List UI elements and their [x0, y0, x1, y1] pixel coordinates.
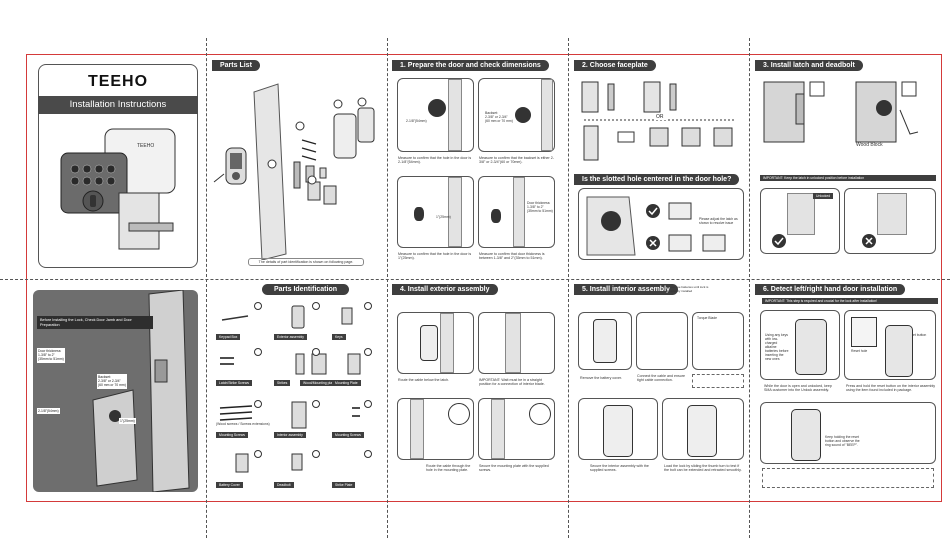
part-label: Exterior assembly [274, 334, 307, 340]
step1-caption-1: Measure to confirm that the hole in the … [398, 156, 472, 165]
step1-caption-4: Measure to confirm that door thickness i… [479, 252, 545, 261]
step4-header: 4. Install exterior assembly [392, 284, 498, 295]
part-label: Mounting Screws [216, 432, 249, 438]
step6-important-note: IMPORTANT: This step is required and cru… [762, 298, 938, 304]
step4-caption-3: Route the cable through the hole in the … [426, 464, 471, 473]
step4-figure-2 [478, 312, 555, 374]
step5-figure-4 [578, 398, 658, 460]
parts-icons [219, 302, 372, 473]
slotted-hole-figure: Please adjust the latch as shown to reso… [578, 188, 744, 260]
fold-line-horizontal [0, 279, 950, 280]
step3-header: 3. Install latch and deadbolt [755, 60, 863, 71]
brand-logo: TEEHO [87, 73, 149, 90]
step5-blank-note [692, 374, 744, 388]
step1-thickness-figure: Door thickness: 1-3/8" to 2" (35mm to 51… [478, 176, 555, 248]
step1-caption-3: Measure to confirm that the hole in the … [398, 252, 472, 261]
latch-hole-label: 1"(25mm) [436, 215, 451, 219]
adjust-latch-note: Please adjust the latch as shown to reso… [699, 217, 738, 225]
page-border [26, 54, 942, 502]
part-label: Strikes [274, 380, 291, 386]
parts-id-header: Parts Identification [262, 284, 350, 295]
step6-left-note: Using any keys with low-charged alkaline… [765, 333, 789, 361]
step6-figure-3: Keep holding the reset button and observ… [760, 402, 936, 464]
part-label: Keys [332, 334, 346, 340]
step1-backset-figure: Backset: 2-3/8" or 2-3/4" (60 mm or 70 m… [478, 78, 555, 152]
svg-text:TEEHO: TEEHO [137, 143, 154, 149]
step1-caption-2: Measure to confirm that the backset is e… [479, 156, 554, 165]
step1-latch-figure: 1"(25mm) [397, 176, 474, 248]
step6-figure-1: Using any keys with low-charged alkaline… [760, 310, 840, 380]
latch-wrong-figure [844, 188, 936, 254]
latch-correct-figure: Unlocked [760, 188, 840, 254]
step6-caption-3: Keep holding the reset button and observ… [825, 435, 860, 447]
part-label: Mounting Plate [332, 380, 361, 386]
fold-line [387, 38, 388, 538]
step1-header: 1. Prepare the door and check dimensions [392, 60, 549, 71]
hole-size-label: 2-1/8"(54mm) [406, 119, 427, 123]
step5-caption-2: Connect the cable and ensure tight cable… [637, 374, 685, 383]
step4-figure-3 [397, 398, 474, 460]
part-label: Interior assembly [274, 432, 306, 438]
step4-figure-1 [397, 312, 474, 374]
faceplate-diagram [581, 81, 734, 161]
step5-caption-4: Load the lock by sliding the thumb turn … [664, 464, 742, 473]
fold-line [206, 38, 207, 538]
fold-line [749, 38, 750, 538]
step6-figure-2: Reset hole Reset button [844, 310, 936, 380]
part-extra-label: (Wood screws / Screws extensions) [216, 422, 270, 426]
step6-caption-2: Press and hold the reset button on the i… [846, 384, 936, 393]
step5-figure-5 [662, 398, 744, 460]
torque-blade-label: Torque Blade [697, 316, 717, 320]
cover-title-bar: Installation Instructions [38, 96, 198, 114]
wood-block-label: Wood Block [856, 142, 883, 148]
step4-caption-2: IMPORTANT: Wait must be in a straight po… [479, 378, 545, 387]
part-label: Strike Plate [332, 482, 356, 488]
prep-thickness-label: Door thickness: 1-3/8" to 2" (35mm to 51… [37, 348, 65, 363]
prep-latch-label: 1"(25mm) [119, 418, 136, 424]
step2-header: 2. Choose faceplate [574, 60, 656, 71]
or-divider: OR [654, 114, 666, 120]
door-thickness-label: Door thickness: 1-3/8" to 2" (35mm to 51… [527, 201, 553, 214]
cover-panel: TEEHO Installation Instructions TEEHO [38, 64, 198, 268]
step5-header: 5. Install interior assembly [574, 284, 678, 295]
step5-header-note: Do not use batteries until lock is compl… [666, 285, 709, 293]
part-label: Keypad Box [216, 334, 241, 340]
prep-card-title: Before Installing the Lock, Check Door J… [37, 316, 153, 330]
parts-list-footnote: The details of part identification is sh… [248, 258, 364, 267]
part-label: Latch/Strike Screws [216, 380, 252, 386]
step5-figure-1 [578, 312, 632, 370]
step5-caption-3: Secure the interior assembly with the su… [590, 464, 649, 473]
part-label: Mounting Screws [332, 432, 365, 438]
door-prep-card: Before Installing the Lock, Check Door J… [33, 290, 198, 492]
reset-button-label: Reset button [907, 333, 927, 337]
step4-figure-4 [478, 398, 555, 460]
step5-figure-2 [636, 312, 688, 370]
step6-caption-1: While the door is open and unlocked, kee… [764, 384, 832, 393]
parts-grid: Keypad Box Exterior assembly Keys Latch/… [212, 298, 382, 492]
step3-important-note: IMPORTANT: Keep the latch in unlocked po… [760, 175, 936, 181]
step5-caption-1: Remove the battery cover. [580, 376, 622, 380]
unlocked-tag: Unlocked [813, 193, 834, 199]
part-label: Deadbolt [274, 482, 294, 488]
step6-header: 6. Detect left/right hand door installat… [755, 284, 906, 295]
step2-subheader: Is the slotted hole centered in the door… [574, 174, 740, 185]
lock-product-image: TEEHO [60, 128, 176, 250]
prep-hole-label: 2-1/8"(54mm) [37, 408, 60, 414]
reset-hole-label: Reset hole [851, 349, 868, 353]
fold-line [568, 38, 569, 538]
step5-figure-3: Torque Blade [692, 312, 744, 370]
backset-label: Backset: 2-3/8" or 2-3/4" (60 mm or 70 m… [485, 111, 513, 124]
step4-caption-4: Secure the mounting plate with the suppl… [479, 464, 549, 473]
part-label: Battery Cover [216, 482, 243, 488]
part-label: Wood/Mounting plate [300, 380, 338, 386]
cover-title: Installation Instructions [69, 99, 167, 110]
step4-caption-1: Route the cable below the latch. [398, 378, 450, 382]
step1-hole-figure: 2-1/8"(54mm) [397, 78, 474, 152]
parts-exploded-diagram [213, 83, 375, 260]
step6-blank-note [762, 468, 934, 488]
parts-list-header: Parts List [212, 60, 260, 71]
prep-backset-label: Backset: 2-3/8" or 2-3/4" (60 mm or 70 m… [97, 374, 127, 389]
latch-deadbolt-diagram [763, 81, 919, 143]
